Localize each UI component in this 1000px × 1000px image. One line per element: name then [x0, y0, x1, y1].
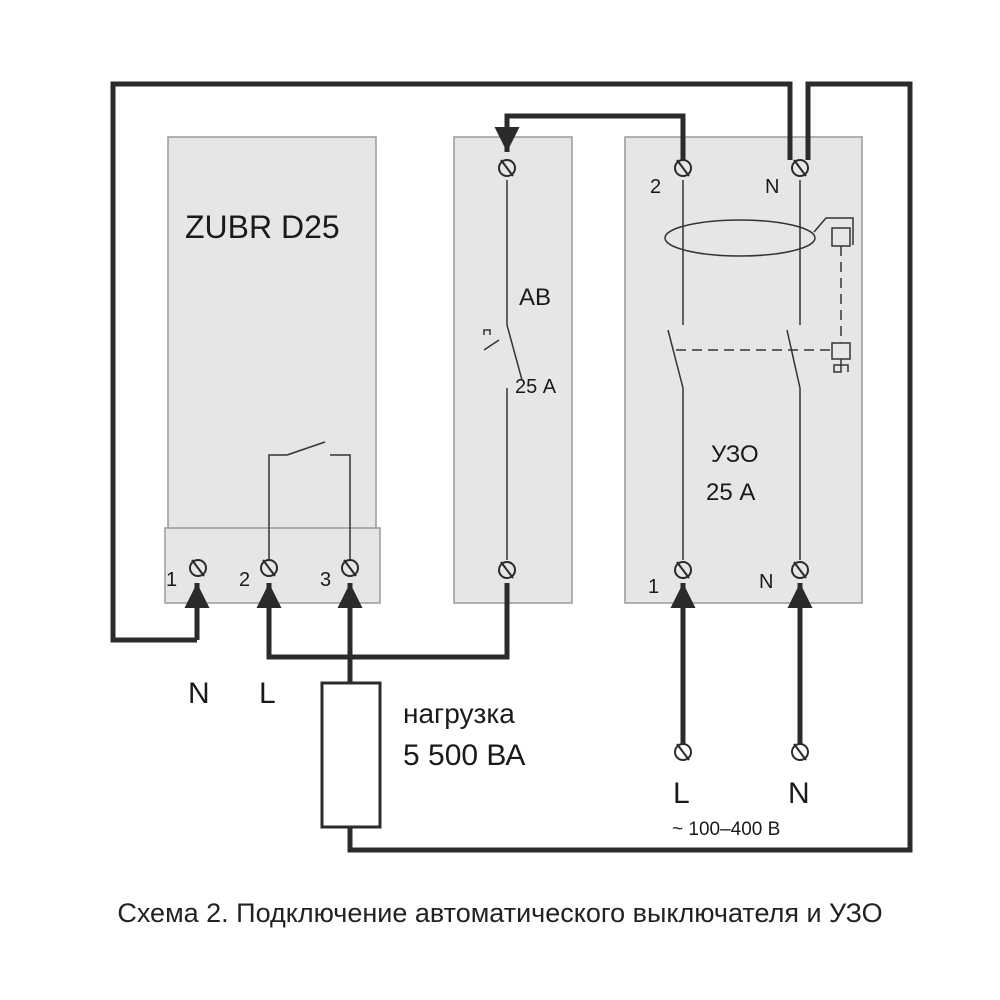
breaker-bottom-screw — [498, 561, 516, 579]
circuit-breaker-box — [453, 136, 573, 604]
relay-input-l-label: L — [259, 677, 276, 710]
rcd-bottom-terminal-n-label: N — [759, 571, 773, 593]
breaker-top-screw — [498, 159, 516, 177]
rcd-bottom-n-screw — [791, 561, 809, 579]
load-label-line1: нагрузка — [403, 698, 515, 729]
external-wires — [110, 81, 913, 853]
rcd-name: УЗО — [711, 441, 759, 468]
rcd-bottom-terminal-1-label: 1 — [648, 576, 659, 598]
relay-terminal-2-screw — [260, 559, 278, 577]
breaker-rating: 25 А — [515, 376, 557, 398]
supply-voltage-label: ~ 100–400 В — [672, 819, 780, 840]
relay-terminal-1-label: 1 — [166, 569, 177, 591]
figure-caption: Схема 2. Подключение автоматического вык… — [117, 898, 883, 928]
load-resistor — [320, 681, 382, 829]
supply-l-screw — [674, 743, 692, 761]
rcd-top-n-screw — [791, 159, 809, 177]
breaker-name: АВ — [519, 284, 551, 311]
load-label-line2: 5 500 ВА — [403, 739, 525, 772]
relay-terminal-2-label: 2 — [239, 569, 250, 591]
rcd-top-terminal-n-label: N — [765, 176, 779, 198]
relay-title: ZUBR D25 — [185, 209, 340, 245]
internal-wiring — [268, 180, 854, 560]
rcd-rating: 25 А — [706, 479, 755, 506]
rcd-top-terminal-2-label: 2 — [650, 176, 661, 198]
relay-zubr-d25 — [164, 136, 381, 604]
relay-terminal-3-label: 3 — [320, 569, 331, 591]
terminals — [189, 159, 809, 761]
rcd-bottom-1-screw — [674, 561, 692, 579]
relay-input-n-label: N — [188, 677, 210, 710]
relay-terminal-3-screw — [341, 559, 359, 577]
rcd-top-2-screw — [674, 159, 692, 177]
supply-n-screw — [791, 743, 809, 761]
supply-l-label: L — [673, 777, 690, 810]
supply-n-label: N — [788, 777, 810, 810]
relay-terminal-1-screw — [189, 559, 207, 577]
rcd-box — [624, 136, 863, 604]
